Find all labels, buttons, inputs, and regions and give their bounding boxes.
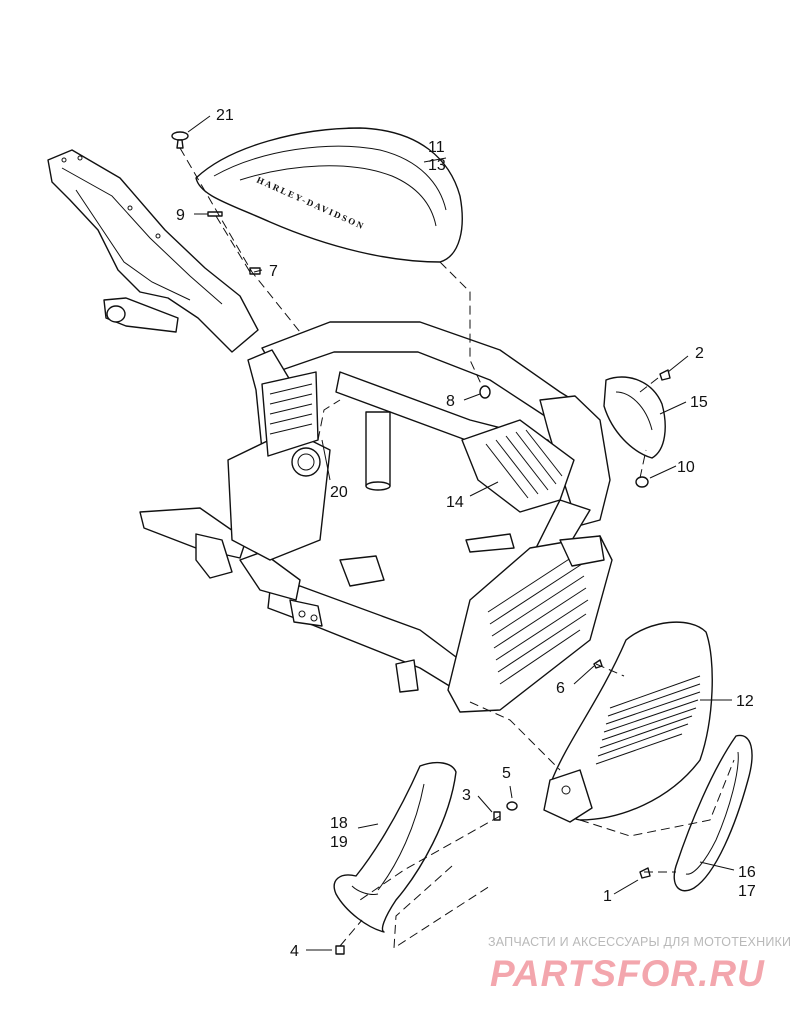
part-9-clip bbox=[207, 211, 223, 217]
callout-2: 2 bbox=[695, 345, 704, 362]
part-5-washer bbox=[506, 801, 518, 811]
part-8-nut bbox=[479, 385, 491, 399]
callout-21: 21 bbox=[216, 107, 234, 124]
intake-grille-14 bbox=[461, 419, 575, 513]
callout-4: 4 bbox=[290, 943, 299, 960]
callout-7: 7 bbox=[269, 263, 278, 280]
callout-11: 11 bbox=[428, 139, 445, 156]
callout-17: 17 bbox=[738, 883, 756, 900]
callout-13: 13 bbox=[428, 157, 446, 174]
callout-14: 14 bbox=[446, 494, 464, 511]
rear-frame-section bbox=[47, 149, 259, 353]
leader-lines bbox=[187, 115, 735, 951]
side-cover-18-19 bbox=[333, 761, 457, 933]
callout-20: 20 bbox=[330, 484, 348, 501]
watermark: ЗАПЧАСТИ И АКСЕССУАРЫ ДЛЯ МОТОТЕХНИКИ PA… bbox=[488, 935, 791, 994]
radiator bbox=[447, 533, 613, 713]
part-4-screw bbox=[335, 945, 345, 955]
callout-8: 8 bbox=[446, 393, 455, 410]
callout-1: 1 bbox=[603, 888, 612, 905]
watermark-tagline: ЗАПЧАСТИ И АКСЕССУАРЫ ДЛЯ МОТОТЕХНИКИ bbox=[488, 935, 791, 949]
callout-19: 19 bbox=[330, 834, 348, 851]
part-6-fastener bbox=[593, 659, 603, 669]
callout-18: 18 bbox=[330, 815, 348, 832]
assembly-lines bbox=[179, 147, 735, 949]
callout-16: 16 bbox=[738, 864, 756, 881]
callout-3: 3 bbox=[462, 787, 471, 804]
side-cover-12 bbox=[543, 621, 713, 823]
callout-9: 9 bbox=[176, 207, 185, 224]
callout-12: 12 bbox=[736, 693, 754, 710]
callout-10: 10 bbox=[677, 459, 695, 476]
callout-15: 15 bbox=[690, 394, 708, 411]
side-cover-12-grille bbox=[595, 675, 701, 765]
part-10-nut bbox=[635, 476, 649, 488]
callout-labels: 1 2 3 4 5 6 7 8 9 10 11 12 13 14 15 16 1… bbox=[176, 107, 756, 960]
callout-5: 5 bbox=[502, 765, 511, 782]
part-1-screw bbox=[639, 867, 651, 879]
part-21-grommet bbox=[171, 131, 189, 141]
part-2-screw bbox=[659, 369, 671, 381]
callout-6: 6 bbox=[556, 680, 565, 697]
watermark-site: PARTSFOR.RU bbox=[490, 953, 765, 994]
cover-15 bbox=[603, 376, 666, 459]
fuel-tank-cover: HARLEY-DAVIDSON bbox=[195, 127, 463, 263]
